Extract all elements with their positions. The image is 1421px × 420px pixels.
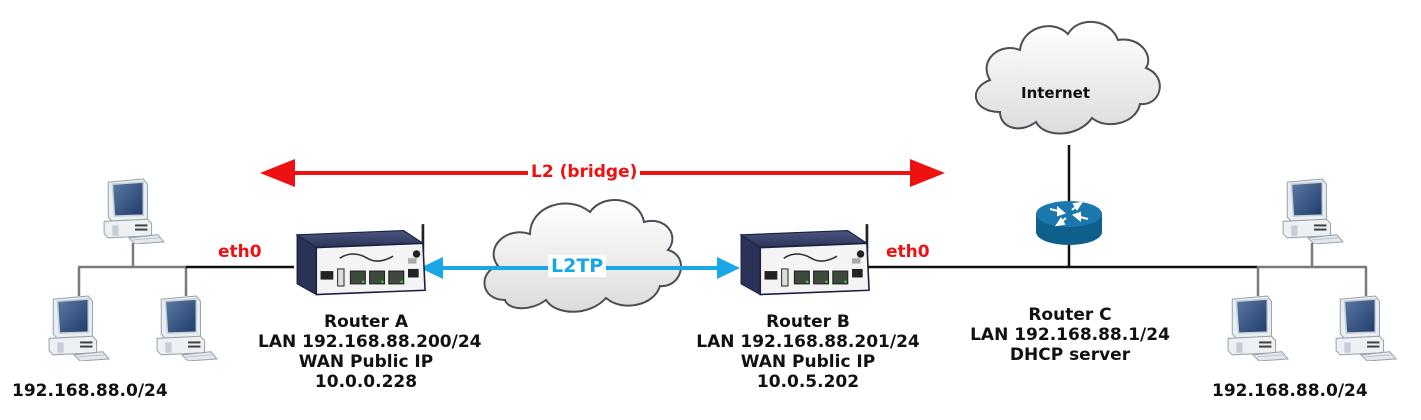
router-c-icon bbox=[1036, 201, 1102, 245]
router-b-name: Router B bbox=[766, 312, 850, 332]
router-a-icon bbox=[295, 222, 427, 296]
computer-icon bbox=[1227, 295, 1289, 361]
router-b-wan-ip: 10.0.5.202 bbox=[756, 372, 860, 392]
router-a-lan: LAN 192.168.88.200/24 bbox=[258, 332, 482, 352]
computer-icon bbox=[48, 295, 110, 361]
internet-cloud-icon bbox=[974, 20, 1161, 135]
router-a-name: Router A bbox=[324, 312, 408, 332]
internet-label: Internet bbox=[1021, 84, 1091, 102]
router-c-info: Router C LAN 192.168.88.1/24 DHCP server bbox=[958, 305, 1182, 365]
router-a-interface-label: eth0 bbox=[218, 242, 262, 262]
router-c-role: DHCP server bbox=[1009, 345, 1131, 365]
computer-icon bbox=[1335, 295, 1397, 361]
router-b-icon bbox=[739, 222, 871, 296]
router-c-name: Router C bbox=[1028, 305, 1112, 325]
computer-icon bbox=[103, 178, 165, 244]
router-c-lan: LAN 192.168.88.1/24 bbox=[970, 325, 1170, 345]
router-b-interface-label: eth0 bbox=[886, 242, 930, 262]
router-b-wan-title: WAN Public IP bbox=[740, 352, 876, 372]
bridge-label: L2 (bridge) bbox=[528, 162, 641, 182]
router-b-info: Router B LAN 192.168.88.201/24 WAN Publi… bbox=[680, 312, 936, 392]
computer-icon bbox=[156, 295, 218, 361]
left-lan-lines bbox=[77, 243, 188, 296]
router-b-lan: LAN 192.168.88.201/24 bbox=[696, 332, 920, 352]
router-a-info: Router A LAN 192.168.88.200/24 WAN Publi… bbox=[258, 312, 482, 392]
right-subnet-label: 192.168.88.0/24 bbox=[1212, 381, 1368, 401]
right-lan-lines bbox=[1256, 243, 1368, 296]
router-a-wan-title: WAN Public IP bbox=[298, 352, 434, 372]
computer-icon bbox=[1282, 178, 1344, 244]
tunnel-label: L2TP bbox=[548, 255, 607, 277]
router-a-wan-ip: 10.0.0.228 bbox=[314, 372, 418, 392]
left-subnet-label: 192.168.88.0/24 bbox=[12, 381, 168, 401]
